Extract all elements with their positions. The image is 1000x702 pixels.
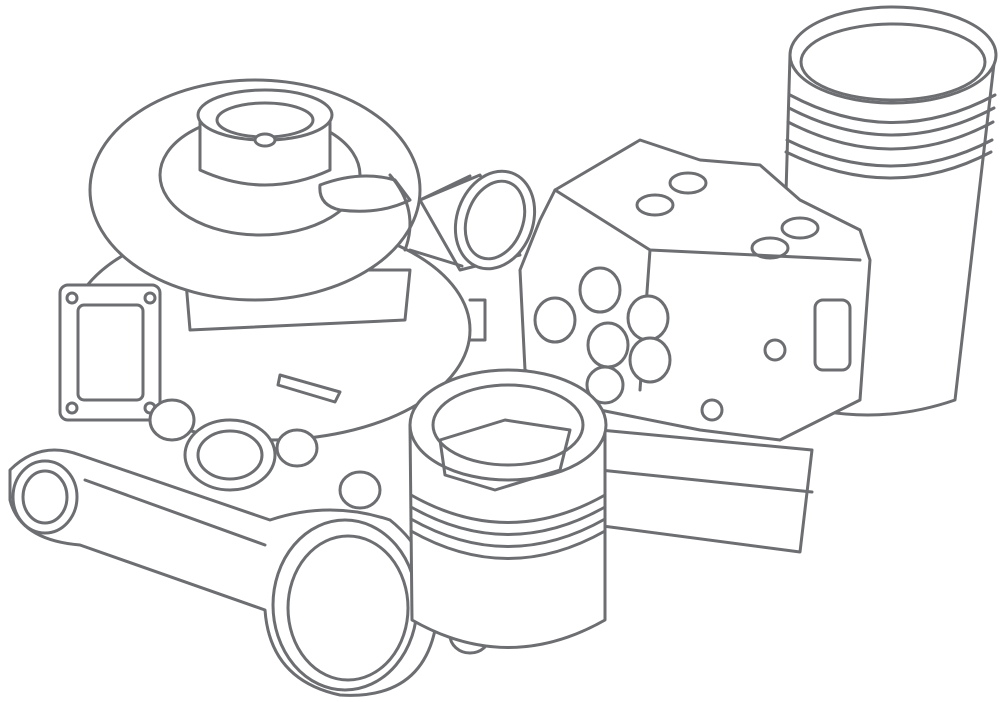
piston <box>408 368 608 649</box>
cylinder-head <box>518 138 872 442</box>
connecting-rod <box>8 448 492 697</box>
turbocharger <box>58 78 537 492</box>
rectangular-block <box>593 428 814 554</box>
